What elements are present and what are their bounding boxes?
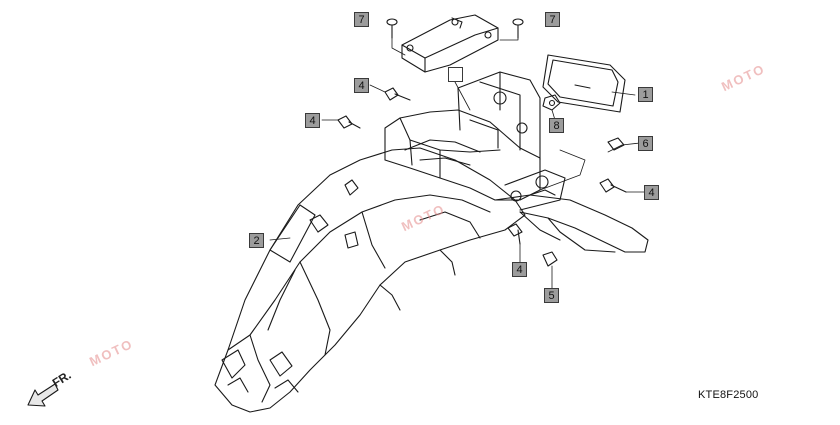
- callout-4-upper[interactable]: 4: [354, 78, 369, 93]
- upper-bracket-drawing: [384, 71, 566, 211]
- callout-7-left[interactable]: 7: [354, 12, 369, 27]
- reflector-drawing: [542, 54, 626, 113]
- license-bracket-drawing: [494, 189, 649, 253]
- cover-drawing: [401, 14, 499, 73]
- front-direction-arrow: [27, 383, 59, 407]
- callout-1[interactable]: 1: [638, 87, 653, 102]
- callout-7-right[interactable]: 7: [545, 12, 560, 27]
- callout-4-lower[interactable]: 4: [512, 262, 527, 277]
- reference-box: [448, 67, 463, 82]
- callout-8[interactable]: 8: [549, 118, 564, 133]
- callout-4-left[interactable]: 4: [305, 113, 320, 128]
- fasteners-drawing: [337, 18, 627, 267]
- callout-4-right[interactable]: 4: [644, 185, 659, 200]
- callout-5[interactable]: 5: [544, 288, 559, 303]
- diagram-code: KTE8F2500: [698, 389, 759, 401]
- leader-lines: [269, 37, 646, 289]
- callout-6[interactable]: 6: [638, 136, 653, 151]
- rear-fender-drawing: [214, 147, 526, 413]
- callout-2[interactable]: 2: [249, 233, 264, 248]
